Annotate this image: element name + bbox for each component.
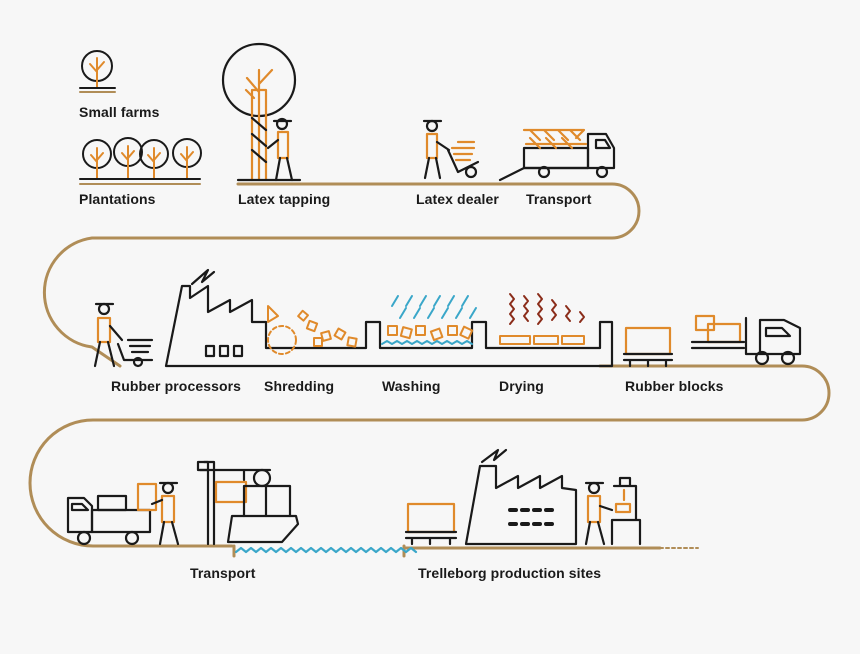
processing-factory-icon bbox=[164, 268, 614, 368]
drying-icon bbox=[499, 293, 585, 345]
plantations-label: Plantations bbox=[79, 191, 156, 207]
forklift-icon bbox=[690, 314, 802, 366]
rubber-blocks-label: Rubber blocks bbox=[625, 378, 724, 394]
transport-truck-icon bbox=[498, 128, 616, 182]
trelleborg-factory-icon bbox=[404, 448, 578, 546]
small-farm-tree-icon bbox=[79, 50, 116, 93]
washing-icon bbox=[381, 295, 477, 345]
rubber-processors-label: Rubber processors bbox=[111, 378, 242, 394]
washing-label: Washing bbox=[382, 378, 441, 394]
sea-water-wave bbox=[234, 546, 418, 554]
latex-tapping-icon bbox=[221, 42, 302, 182]
rubber-blocks-icon bbox=[622, 326, 674, 368]
latex-dealer-icon bbox=[422, 119, 480, 180]
rubber-processor-worker-icon bbox=[93, 302, 154, 368]
delivery-truck-icon bbox=[66, 481, 180, 546]
latex-dealer-label: Latex dealer bbox=[416, 191, 499, 207]
drying-label: Drying bbox=[499, 378, 544, 394]
shredding-icon bbox=[267, 305, 358, 355]
machine-operator-icon bbox=[584, 476, 642, 546]
small-farms-label: Small farms bbox=[79, 104, 160, 120]
shredding-label: Shredding bbox=[264, 378, 335, 394]
crane-and-ship-icon bbox=[196, 460, 300, 546]
production-sites-label: Trelleborg production sites bbox=[418, 565, 602, 581]
transport-sea-label: Transport bbox=[190, 565, 256, 581]
latex-tapping-label: Latex tapping bbox=[238, 191, 331, 207]
plantation-trees-icon bbox=[79, 137, 202, 185]
supply-chain-path bbox=[28, 182, 831, 548]
transport-label: Transport bbox=[526, 191, 592, 207]
